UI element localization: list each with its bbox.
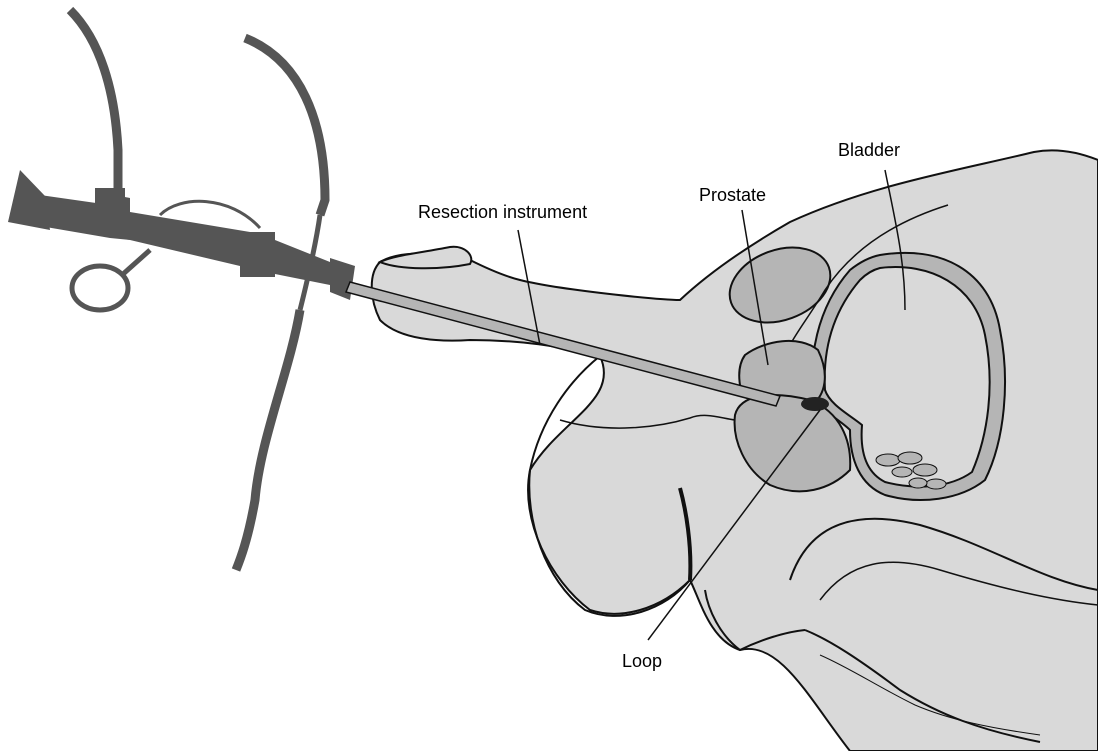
ring-stem xyxy=(122,250,150,275)
irrigation-tube-right xyxy=(245,38,325,215)
body-section xyxy=(372,150,1098,751)
penis-outline xyxy=(380,247,471,269)
handle-block xyxy=(95,188,125,228)
connector-block xyxy=(240,232,275,277)
finger-ring xyxy=(72,266,128,310)
irrigation-tube-left xyxy=(70,10,118,195)
label-resection-instrument: Resection instrument xyxy=(418,203,587,221)
loop-tip xyxy=(801,397,829,411)
cable-lower xyxy=(236,310,300,570)
label-bladder: Bladder xyxy=(838,141,900,159)
label-prostate: Prostate xyxy=(699,186,766,204)
label-loop: Loop xyxy=(622,652,662,670)
